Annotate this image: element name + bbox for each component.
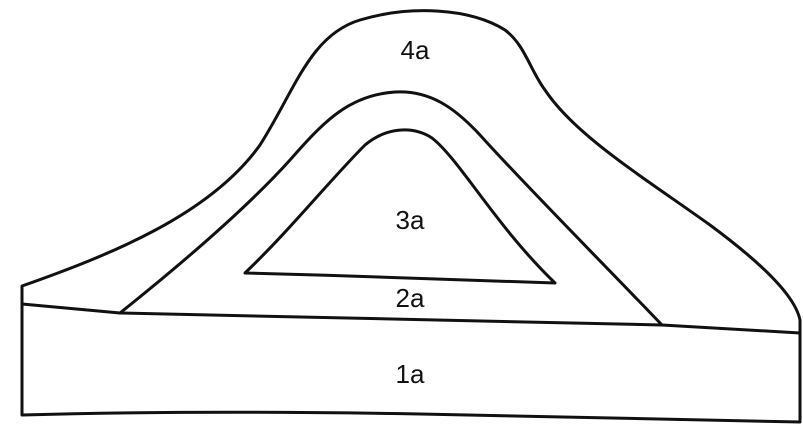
region-4a-label: 4a (401, 35, 430, 65)
middle-arch-outline (120, 92, 662, 325)
region-2a-label: 2a (396, 283, 425, 313)
region-1a-label: 1a (396, 359, 425, 389)
region-3a-label: 3a (396, 205, 425, 235)
